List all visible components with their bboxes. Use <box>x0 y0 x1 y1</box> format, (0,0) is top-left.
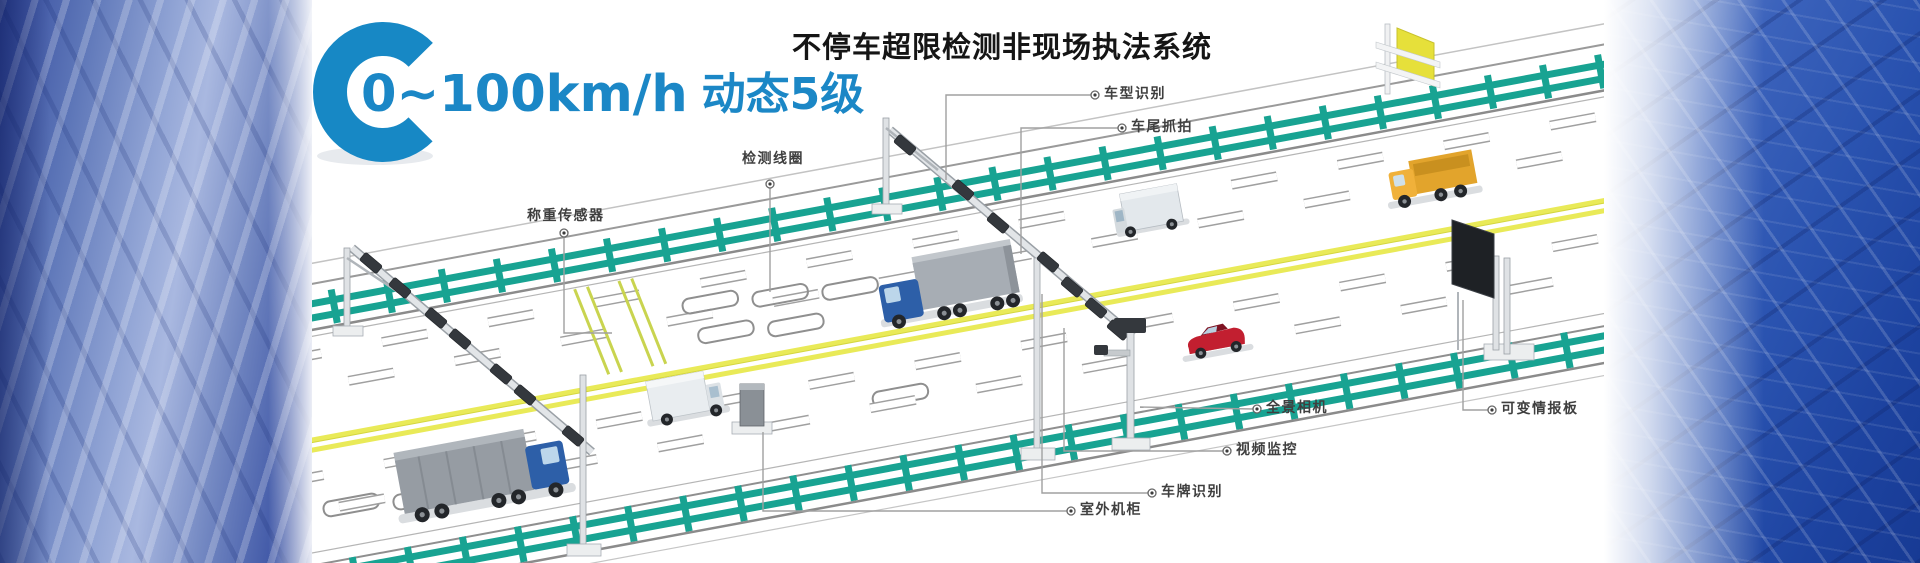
callout-detection-coil: 检测线圈 <box>742 151 804 167</box>
page-title: 不停车超限检测非现场执法系统 <box>792 30 1213 64</box>
vehicle-red-sports-car <box>1182 323 1254 362</box>
lower-lane-dashes <box>84 186 1863 558</box>
vehicle-dump-truck <box>1387 149 1483 209</box>
callout-vehicle-type-recognition: 车型识别 <box>1104 86 1166 102</box>
video-camera-head <box>1094 345 1108 355</box>
callout-license-plate-recognition: 车牌识别 <box>1161 484 1223 500</box>
vehicle-truck-blue-cab <box>878 238 1023 329</box>
upper-lane-dashes <box>62 68 1841 438</box>
callout-leader-lines <box>563 94 1488 512</box>
outdoor-cabinet <box>731 383 773 435</box>
lower-edge-line2 <box>101 275 1872 563</box>
sensor-gantry-middle <box>871 117 1136 461</box>
vehicle-tarp-truck <box>393 428 576 524</box>
camera-pole <box>1094 318 1151 451</box>
vehicle-white-van <box>1112 183 1190 238</box>
sensor-gantry-left <box>332 244 602 557</box>
camera-sensor-boxes <box>359 252 585 447</box>
callout-dots <box>559 90 1497 516</box>
logo-text: 0~100km/h 动态5级 <box>361 58 864 124</box>
panoramic-camera-head <box>1114 318 1146 333</box>
variable-message-sign-board <box>1451 219 1535 361</box>
callout-panoramic-camera: 全景相机 <box>1266 400 1328 416</box>
logo-grade: 动态5级 <box>701 69 865 120</box>
callout-variable-message-sign: 可变情报板 <box>1501 401 1579 417</box>
yellow-road-sign <box>1375 23 1441 95</box>
left-steel-structure-panel <box>0 0 312 563</box>
speed-logo: 0~100km/h 动态5级 <box>305 18 865 178</box>
camera-sensor-boxes <box>893 134 1130 341</box>
upper-edge-line <box>60 54 1831 384</box>
guardrail-top <box>53 20 1830 379</box>
weigh-in-motion-strips <box>573 278 668 375</box>
callout-weigh-sensor: 称重传感器 <box>527 208 605 224</box>
callout-vehicle-rear-capture: 车尾抓拍 <box>1131 119 1193 135</box>
vehicle-box-truck <box>645 370 731 427</box>
c-ring-icon <box>313 22 453 165</box>
right-steel-structure-panel <box>1604 0 1920 563</box>
road-far-edge-line <box>46 0 1818 314</box>
logo-speed-range: 0~100km/h <box>361 65 688 124</box>
median-yellow-lines <box>78 152 1851 496</box>
callout-video-surveillance: 视频监控 <box>1236 442 1298 458</box>
lower-edge-line <box>98 263 1869 563</box>
callout-outdoor-cabinet: 室外机柜 <box>1080 502 1142 518</box>
guardrail-bottom <box>102 282 1881 563</box>
